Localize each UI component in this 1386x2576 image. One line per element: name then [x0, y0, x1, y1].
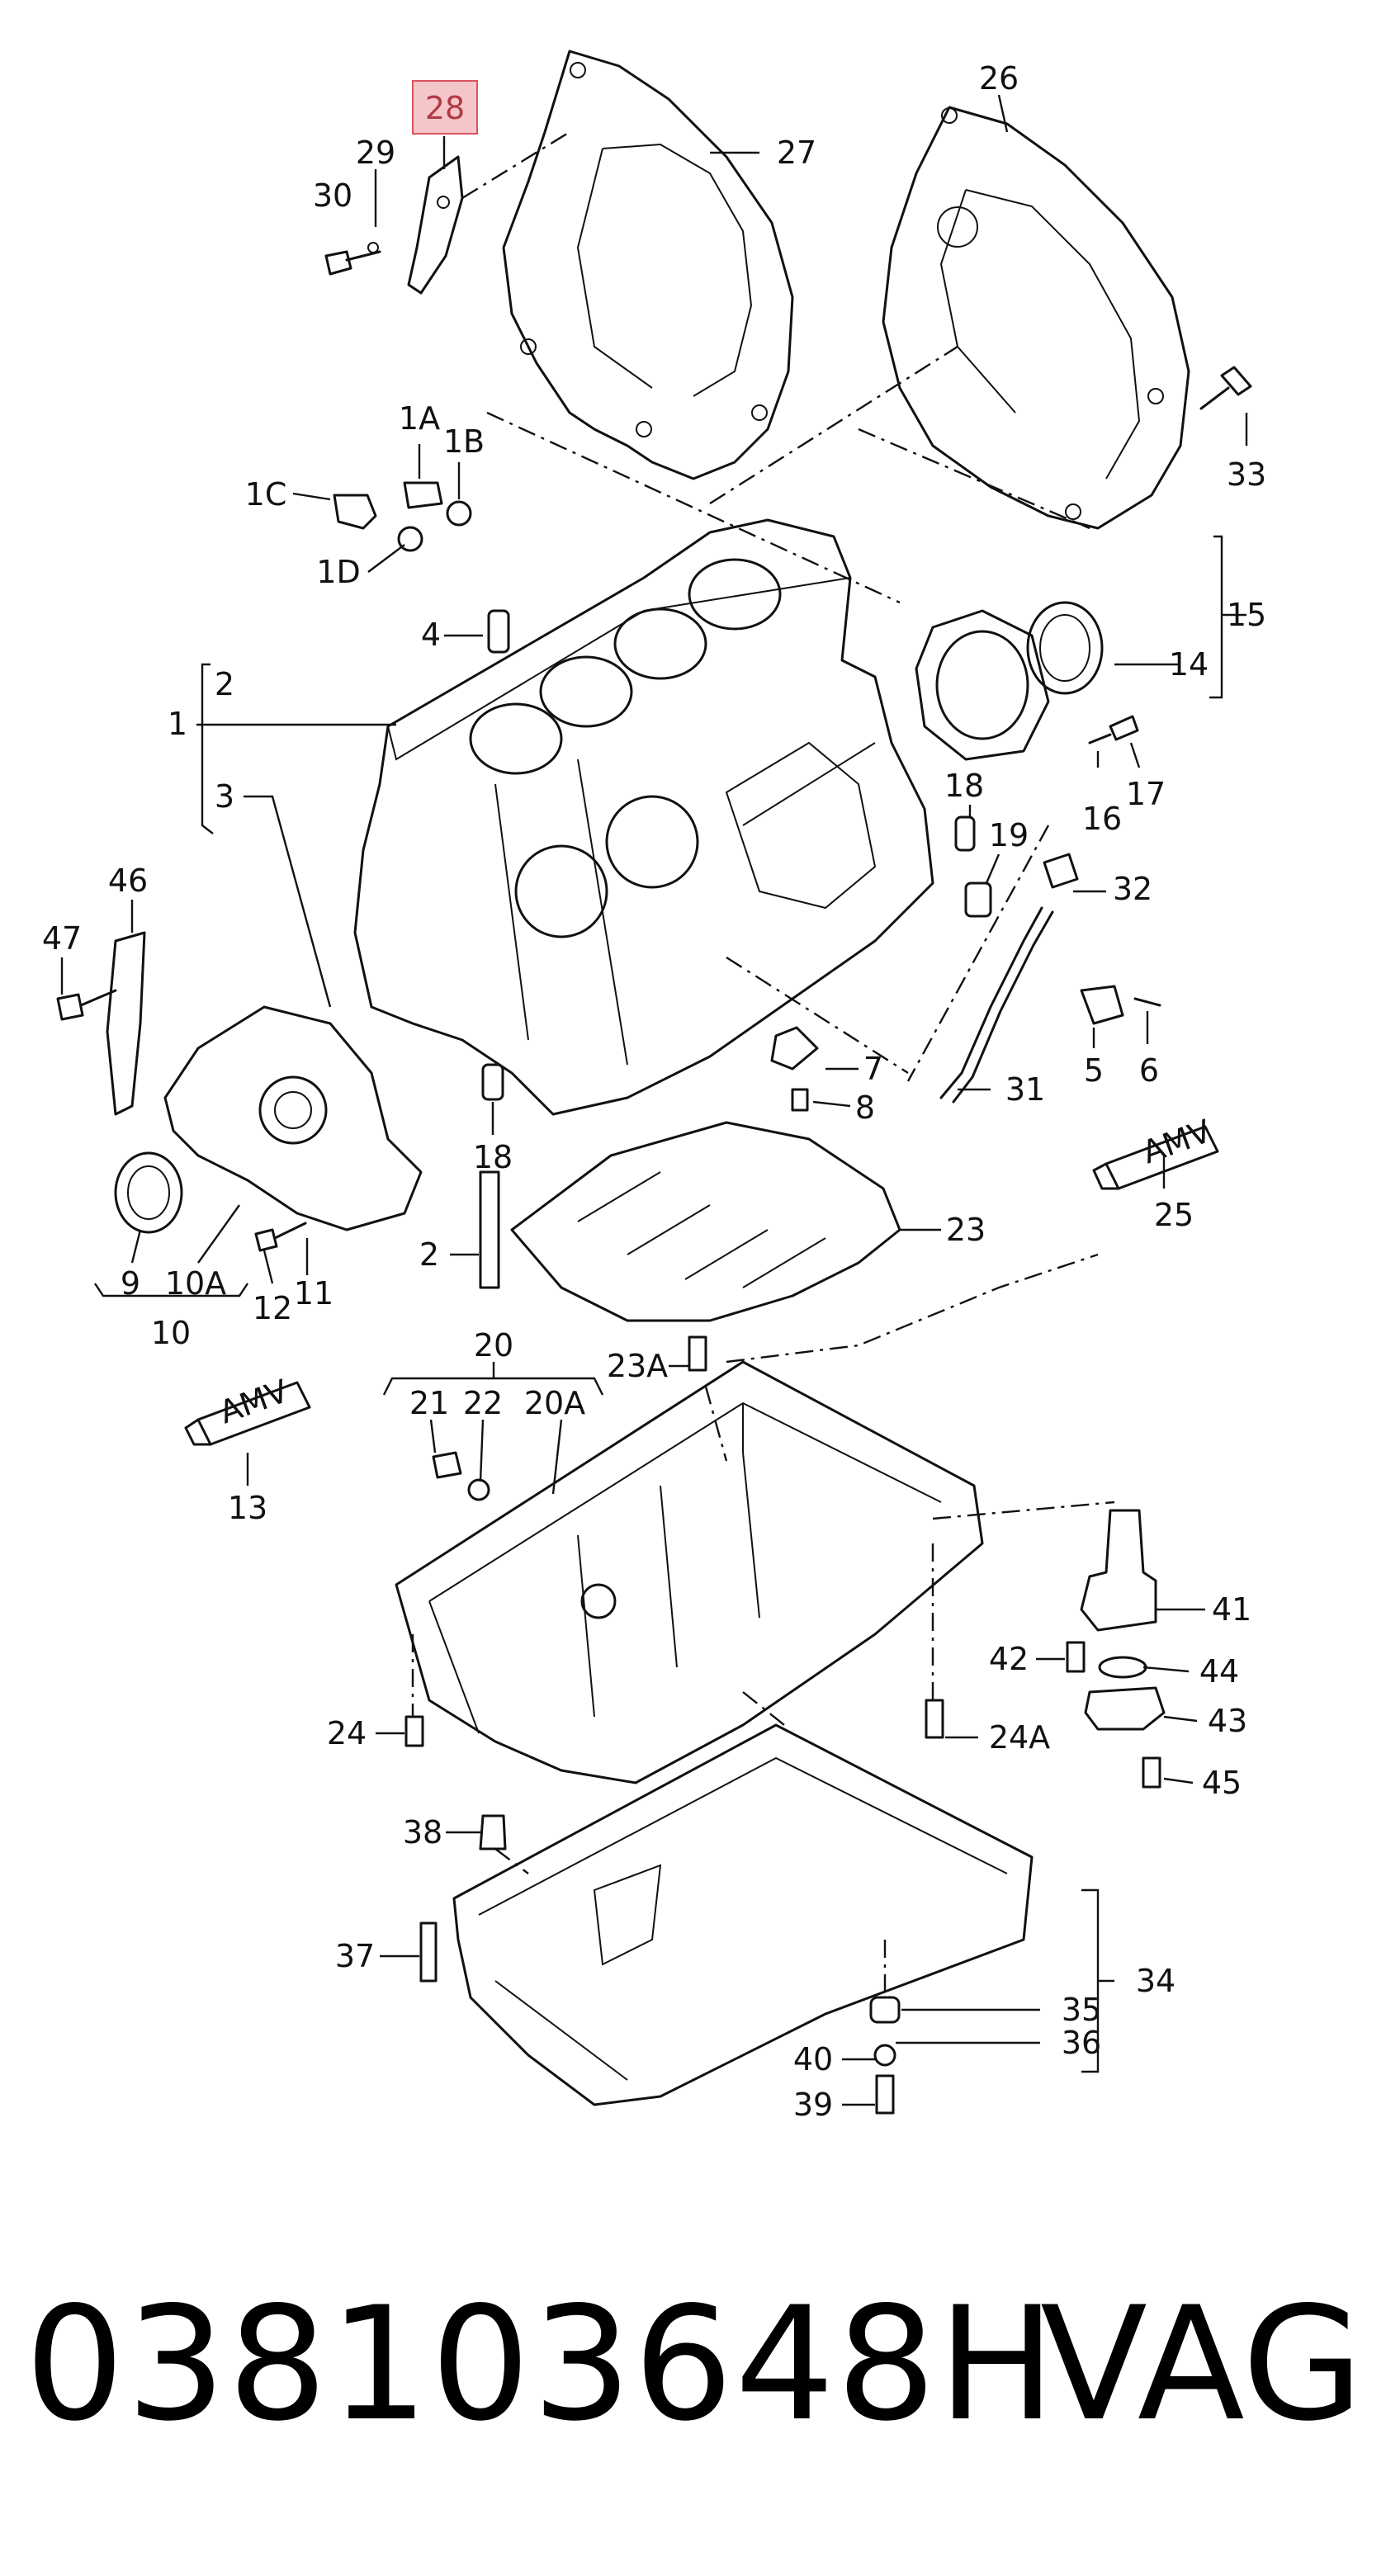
- callout-44[interactable]: 44: [1199, 1653, 1239, 1690]
- callout-13[interactable]: 13: [228, 1490, 267, 1526]
- callout-24A[interactable]: 24A: [989, 1719, 1050, 1756]
- callout-11[interactable]: 11: [294, 1275, 333, 1312]
- callout-4[interactable]: 4: [421, 617, 441, 653]
- flywheel-cover-plate-26: [882, 106, 1190, 530]
- callout-24[interactable]: 24: [327, 1715, 367, 1751]
- callout-labels: 26 27 29 30 1A 1B 1C 1D 33 4 15 14 2 1 3…: [42, 60, 1266, 2123]
- callout-30[interactable]: 30: [313, 177, 352, 214]
- callout-35[interactable]: 35: [1062, 1992, 1101, 2028]
- callout-5[interactable]: 5: [1084, 1052, 1104, 1089]
- exploded-parts-diagram: AMV AMV: [42, 50, 1266, 2123]
- callout-2-top[interactable]: 2: [215, 666, 234, 702]
- rear-seal-flange-15: [915, 601, 1104, 761]
- callout-31[interactable]: 31: [1005, 1071, 1045, 1108]
- bolts-24-24A: [404, 1699, 944, 1747]
- brand-name: VAG: [1040, 2273, 1364, 2455]
- oil-pressure-switches: [333, 481, 472, 552]
- front-cover-10: [163, 1005, 423, 1231]
- oil-seal-9: [114, 1151, 183, 1234]
- cylinder-block-1: [353, 518, 934, 1116]
- bolt-2: [479, 1170, 500, 1289]
- baffle-plate-23: [510, 1121, 901, 1322]
- callout-18-upper[interactable]: 18: [944, 768, 984, 804]
- sealant-tube-25: AMV: [1092, 1113, 1219, 1190]
- part-number: 038103648H: [25, 2273, 1057, 2455]
- drain-35-36-39-40: [869, 1996, 901, 2115]
- callout-33[interactable]: 33: [1227, 456, 1266, 493]
- callout-1D[interactable]: 1D: [316, 554, 360, 590]
- bolt-17-washer-16: [1088, 715, 1139, 744]
- alignment-lines: [411, 130, 1115, 1997]
- callout-20[interactable]: 20: [474, 1327, 513, 1364]
- callout-26[interactable]: 26: [979, 60, 1019, 97]
- callout-12[interactable]: 12: [253, 1290, 292, 1326]
- callout-28[interactable]: 28: [425, 90, 465, 126]
- bolt-23A: [688, 1335, 707, 1372]
- callout-40[interactable]: 40: [793, 2041, 833, 2077]
- callout-10[interactable]: 10: [151, 1315, 191, 1351]
- stud-37-cap-38: [419, 1814, 507, 1983]
- callout-6[interactable]: 6: [1139, 1052, 1159, 1089]
- bolt-33: [1199, 366, 1252, 410]
- callout-23[interactable]: 23: [946, 1212, 986, 1248]
- highlight-callout-28[interactable]: 28: [412, 80, 478, 135]
- callout-41[interactable]: 41: [1212, 1591, 1251, 1628]
- highlight-box: [412, 80, 478, 135]
- callout-23A[interactable]: 23A: [607, 1348, 668, 1384]
- oil-pan-20: [395, 1360, 984, 1784]
- oil-pump-drive-41: [1066, 1509, 1166, 1789]
- bracket-28: [407, 155, 464, 295]
- callout-20A[interactable]: 20A: [524, 1385, 585, 1421]
- callout-1C[interactable]: 1C: [245, 476, 287, 513]
- callout-19[interactable]: 19: [989, 817, 1029, 853]
- tube-label-13: AMV: [215, 1373, 293, 1430]
- callout-1[interactable]: 1: [168, 706, 187, 742]
- drain-plug-21-seal-22: [432, 1451, 490, 1501]
- callout-43[interactable]: 43: [1208, 1703, 1247, 1739]
- callout-1B[interactable]: 1B: [443, 423, 485, 460]
- callout-38[interactable]: 38: [403, 1814, 442, 1850]
- sealant-tube-13: AMV: [184, 1373, 311, 1446]
- callout-27[interactable]: 27: [777, 135, 816, 171]
- callout-17[interactable]: 17: [1126, 776, 1166, 812]
- bracket-46-bolt-47: [56, 931, 146, 1116]
- dowel-pin-4: [487, 609, 510, 654]
- leader-lines: [60, 94, 1248, 2106]
- callout-25[interactable]: 25: [1154, 1197, 1194, 1233]
- callout-9[interactable]: 9: [121, 1265, 140, 1302]
- callout-16[interactable]: 16: [1082, 801, 1122, 837]
- sender-5-bolt-6: [1080, 985, 1161, 1025]
- bracket-7-bolt-8: [770, 1026, 819, 1112]
- callout-10A[interactable]: 10A: [165, 1265, 226, 1302]
- callout-3[interactable]: 3: [215, 778, 234, 815]
- callout-29[interactable]: 29: [356, 135, 395, 171]
- callout-45[interactable]: 45: [1202, 1765, 1242, 1801]
- callout-36[interactable]: 36: [1062, 2025, 1101, 2061]
- callout-32[interactable]: 32: [1113, 871, 1152, 907]
- callout-1A[interactable]: 1A: [399, 400, 440, 437]
- callout-47[interactable]: 47: [42, 920, 82, 957]
- dipstick-guide-31-32: [939, 853, 1079, 1104]
- callout-7[interactable]: 7: [863, 1051, 883, 1087]
- callout-14[interactable]: 14: [1169, 646, 1209, 683]
- callout-18-lower[interactable]: 18: [473, 1139, 513, 1175]
- callout-2-lower[interactable]: 2: [419, 1236, 439, 1273]
- dowel-18-lower: [481, 1063, 504, 1101]
- callout-15[interactable]: 15: [1227, 597, 1266, 633]
- bolt-12-washer-11: [254, 1222, 307, 1252]
- callout-22[interactable]: 22: [463, 1385, 503, 1421]
- callout-37[interactable]: 37: [335, 1938, 375, 1974]
- callout-34[interactable]: 34: [1136, 1963, 1175, 1999]
- callout-42[interactable]: 42: [989, 1641, 1029, 1677]
- tube-label-25: AMV: [1138, 1113, 1216, 1170]
- callout-21[interactable]: 21: [409, 1385, 449, 1421]
- dowel-18-19: [954, 815, 992, 918]
- lower-oil-pan-34: [452, 1723, 1034, 2106]
- bolt-30-washer-29: [324, 242, 381, 276]
- callout-46[interactable]: 46: [108, 863, 148, 899]
- callout-8[interactable]: 8: [855, 1089, 875, 1126]
- callout-39[interactable]: 39: [793, 2087, 833, 2123]
- intermediate-plate-27: [502, 50, 794, 480]
